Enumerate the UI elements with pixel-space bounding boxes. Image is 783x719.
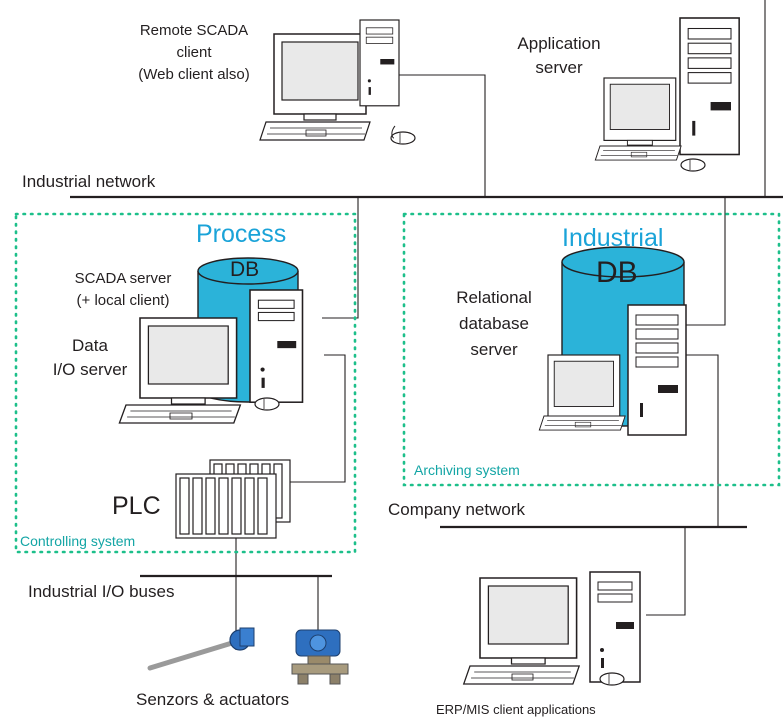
process-db-label: DB bbox=[230, 258, 260, 281]
sensors-actuators bbox=[147, 627, 349, 685]
process-title: Process bbox=[196, 220, 287, 248]
plc-device bbox=[175, 459, 291, 539]
sensors-label: Senzors & actuators bbox=[136, 690, 290, 709]
controlling-system-box bbox=[14, 212, 357, 554]
data-io-server-label-line1: Data bbox=[72, 336, 108, 355]
archiving-system-box bbox=[402, 212, 781, 487]
erp-client-workstation bbox=[463, 571, 641, 686]
scada-server-label-line2: (+ local client) bbox=[76, 292, 170, 309]
scada-server-label: SCADA server (+ local client) bbox=[40, 268, 206, 312]
application-server-label-line1: Application bbox=[517, 34, 601, 53]
controlling-system-label: Controlling system bbox=[20, 533, 136, 549]
relational-db-server-label: Relational database server bbox=[434, 285, 554, 363]
relational-db-server-label-line2: database bbox=[459, 314, 529, 333]
company-network-label: Company network bbox=[388, 500, 526, 519]
archiving-system-label: Archiving system bbox=[414, 462, 520, 478]
io-buses-label: Industrial I/O buses bbox=[28, 582, 175, 601]
remote-client-label-line3: (Web client also) bbox=[138, 66, 250, 83]
remote-client-label: Remote SCADA client (Web client also) bbox=[110, 20, 278, 86]
connector-lines bbox=[235, 0, 766, 650]
relational-db-server-label-line3: server bbox=[470, 340, 518, 359]
erp-label: ERP/MIS client applications bbox=[436, 702, 596, 717]
application-server-label-line2: server bbox=[535, 58, 583, 77]
plc-label: PLC bbox=[112, 492, 161, 520]
industrial-title: Industrial bbox=[562, 224, 664, 252]
remote-client-label-line2: client bbox=[176, 44, 212, 61]
application-server-label: Application server bbox=[496, 32, 622, 80]
remote-client-label-line1: Remote SCADA bbox=[139, 22, 249, 39]
data-io-server-label-line2: I/O server bbox=[52, 360, 128, 379]
relational-db-server-label-line1: Relational bbox=[456, 288, 532, 307]
industrial-network-label: Industrial network bbox=[22, 172, 156, 191]
remote-client-workstation bbox=[259, 19, 416, 145]
data-io-server-label: Data I/O server bbox=[30, 334, 150, 382]
industrial-db-label: DB bbox=[596, 256, 638, 289]
scada-server-label-line1: SCADA server bbox=[74, 270, 172, 287]
